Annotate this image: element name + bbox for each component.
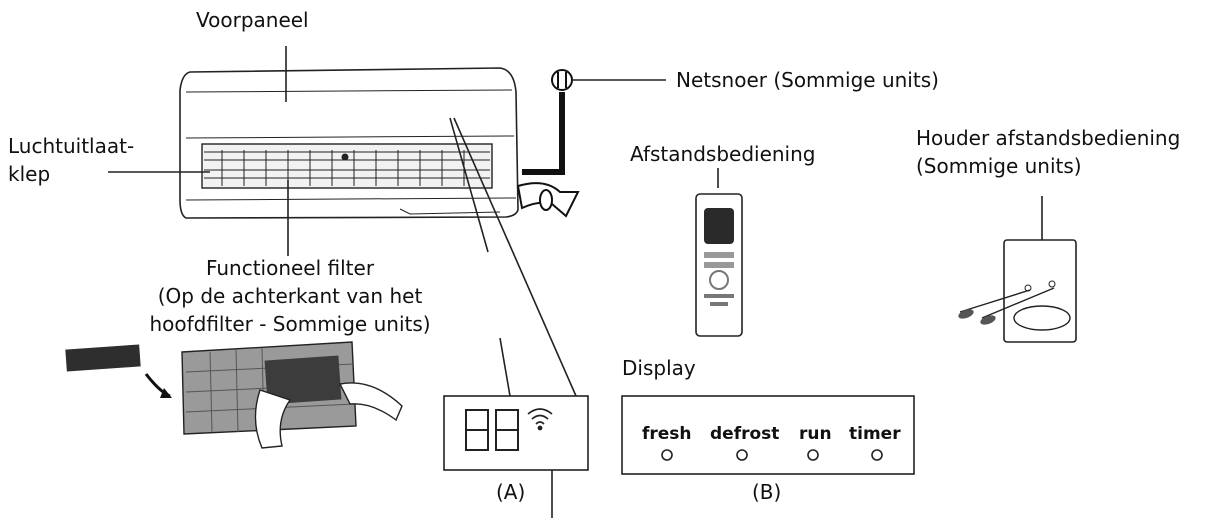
label-functional-filter-1: Functioneel filter xyxy=(205,256,375,280)
drain-hose xyxy=(516,182,580,218)
label-remote-holder-1: Houder afstandsbediening xyxy=(916,126,1181,150)
label-functional-filter-2: (Op de achterkant van het xyxy=(157,284,423,308)
label-display: Display xyxy=(622,356,696,380)
functional-filter-illustration xyxy=(65,341,403,449)
label-display-b: (B) xyxy=(752,480,782,504)
label-functional-filter-3: hoofdfilter - Sommige units) xyxy=(149,312,431,336)
label-power-cord: Netsnoer (Sommige units) xyxy=(676,68,939,92)
display-a xyxy=(443,395,589,471)
indicator-leds xyxy=(661,449,883,461)
label-remote-holder-2: (Sommige units) xyxy=(916,154,1082,178)
power-cord xyxy=(522,69,573,175)
display-b xyxy=(621,395,915,475)
air-outlet-louver xyxy=(201,143,493,189)
remote-control xyxy=(695,193,743,337)
remote-holder xyxy=(958,239,1077,343)
leader-lines xyxy=(108,46,1043,518)
led-defrost xyxy=(736,449,748,461)
led-fresh xyxy=(661,449,673,461)
indicator-timer: timer xyxy=(849,424,901,444)
label-air-outlet-1: Luchtuitlaat- xyxy=(8,134,135,158)
indicator-fresh: fresh xyxy=(642,424,692,444)
segment-digits xyxy=(465,409,519,451)
label-display-a: (A) xyxy=(496,480,526,504)
label-air-outlet-2: klep xyxy=(8,162,51,186)
led-run xyxy=(807,449,819,461)
indicator-defrost: defrost xyxy=(710,424,780,444)
label-front-panel: Voorpaneel xyxy=(196,8,309,32)
led-timer xyxy=(871,449,883,461)
indicator-run: run xyxy=(799,424,832,444)
indoor-unit xyxy=(179,67,519,219)
label-remote: Afstandsbediening xyxy=(630,142,816,166)
wifi-icon xyxy=(527,408,553,431)
